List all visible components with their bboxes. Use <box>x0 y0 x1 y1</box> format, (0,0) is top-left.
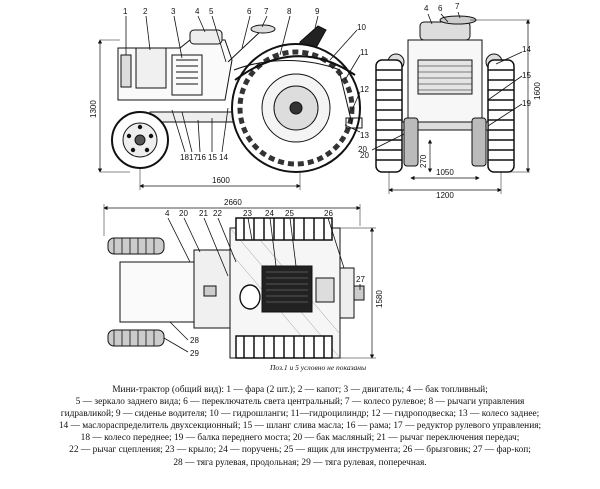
callout-16: 16 <box>197 153 206 162</box>
dim-length-top: 2660 <box>224 198 242 207</box>
figure-note: Поз.1 и 5 условно не показаны <box>269 363 366 372</box>
callout-21-top: 21 <box>199 209 208 218</box>
callout-2: 2 <box>143 7 148 16</box>
dim-width-top: 1580 <box>375 290 384 308</box>
hood-panel <box>135 47 167 89</box>
fuel-tank-front <box>419 21 471 41</box>
hydraulic-hoses <box>233 60 341 71</box>
callout-20: 20 <box>358 145 367 154</box>
caption-line: 18 — колесо переднее; 19 — балка передне… <box>80 433 520 444</box>
headlight <box>120 54 132 88</box>
front-wheel-right <box>471 117 487 167</box>
callout-1: 1 <box>123 7 128 16</box>
front-wheel-top-left <box>107 237 165 255</box>
dim-length-side: 1600 <box>212 176 230 185</box>
callout-11: 11 <box>360 48 369 57</box>
fender <box>234 55 356 81</box>
callout-28-top: 28 <box>190 336 199 345</box>
seat-top <box>261 265 313 313</box>
oil-tank-top <box>203 285 217 297</box>
callout-4: 4 <box>195 7 200 16</box>
top-view <box>103 204 376 359</box>
callout-19-front: 19 <box>522 99 531 108</box>
callout-26-top: 26 <box>324 209 333 218</box>
figure-caption: Мини-трактор (общий вид): 1 — фара (2 шт… <box>0 384 600 469</box>
callout-5: 5 <box>209 7 214 16</box>
front-wheel-top-right <box>107 329 165 347</box>
callout-13: 13 <box>360 131 369 140</box>
callout-4-top: 4 <box>165 209 170 218</box>
callout-17: 17 <box>189 153 198 162</box>
callout-18: 18 <box>180 153 189 162</box>
hood <box>117 39 233 101</box>
front-wheel-left <box>403 117 419 167</box>
caption-line: 22 — рычаг сцепления; 23 — крыло; 24 — п… <box>69 445 531 456</box>
callout-6: 6 <box>247 7 252 16</box>
rear-wheel-left <box>375 59 403 173</box>
caption-line: Мини-трактор (общий вид): 1 — фара (2 шт… <box>112 385 488 395</box>
front-view-callouts: 4 6 7 14 15 19 20 1600 270 1050 1200 <box>360 2 542 200</box>
callout-20-top: 20 <box>179 209 188 218</box>
callout-20-front: 20 <box>360 151 369 160</box>
fuel-tank <box>189 29 223 45</box>
callout-24-top: 24 <box>265 209 274 218</box>
callout-7-front: 7 <box>455 2 460 11</box>
steering-wheel-top <box>239 284 261 310</box>
dim-track-front: 1050 <box>436 168 454 177</box>
callout-25-top: 25 <box>285 209 294 218</box>
radiator-grille <box>417 59 473 95</box>
callout-7: 7 <box>264 7 269 16</box>
top-view-callouts: 4 20 21 22 23 24 25 26 27 28 29 2660 158… <box>165 198 384 372</box>
front-view <box>371 11 531 194</box>
dim-height-front: 1600 <box>533 82 542 100</box>
caption-line: 28 — тяга рулевая, продольная; 29 — тяга… <box>173 457 427 468</box>
side-view <box>97 15 363 190</box>
dim-height-side: 1300 <box>89 100 98 118</box>
toolbox <box>315 277 335 303</box>
engine <box>171 54 203 96</box>
mudguard <box>339 267 355 319</box>
callout-3: 3 <box>171 7 176 16</box>
callout-12: 12 <box>360 85 369 94</box>
callout-14-front: 14 <box>522 45 531 54</box>
rear-wheel-right <box>487 59 515 173</box>
callout-22-top: 22 <box>213 209 222 218</box>
callout-6-front: 6 <box>438 4 443 13</box>
side-view-callouts: 1 2 3 4 5 6 7 8 9 10 11 12 13 18 17 16 1… <box>89 7 369 185</box>
hydraulic-suspension <box>339 73 363 129</box>
steering-column <box>227 29 263 63</box>
callout-15-front: 15 <box>522 71 531 80</box>
tow-hitch <box>353 285 365 301</box>
callout-14: 14 <box>219 153 228 162</box>
callout-9: 9 <box>315 7 320 16</box>
caption-line: 5 — зеркало заднего вида; 6 — переключат… <box>75 397 525 408</box>
callout-27-top: 27 <box>356 275 365 284</box>
callout-23-top: 23 <box>243 209 252 218</box>
dim-clearance-front: 270 <box>419 154 428 168</box>
callout-15: 15 <box>208 153 217 162</box>
steering-wheel <box>250 24 276 34</box>
callout-8: 8 <box>287 7 292 16</box>
caption-line: гидравликой; 9 — сиденье водителя; 10 — … <box>60 409 540 420</box>
dim-width-front: 1200 <box>436 191 454 200</box>
callout-10: 10 <box>357 23 366 32</box>
callout-29-top: 29 <box>190 349 199 358</box>
callout-4-front: 4 <box>424 4 429 13</box>
caption-line: 14 — маслораспределитель двухсекционный;… <box>58 421 542 432</box>
